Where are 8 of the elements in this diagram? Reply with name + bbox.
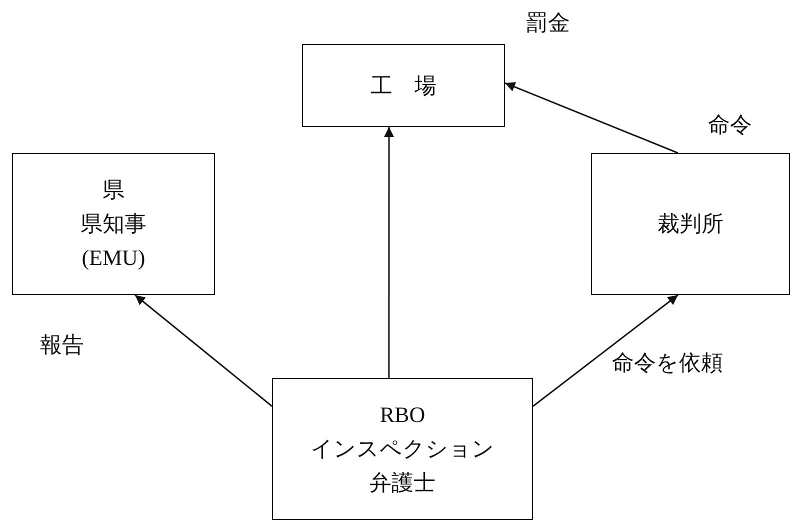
arrow — [134, 294, 272, 407]
arrow — [384, 127, 394, 378]
arrow — [504, 82, 678, 154]
process-box: 県 県知事 (EMU) — [12, 153, 215, 295]
process-box: RBO インスペクション 弁護士 — [272, 378, 533, 520]
arrow — [532, 294, 678, 407]
process-box: 工 場 — [302, 44, 505, 127]
process-box: 裁判所 — [591, 153, 790, 295]
